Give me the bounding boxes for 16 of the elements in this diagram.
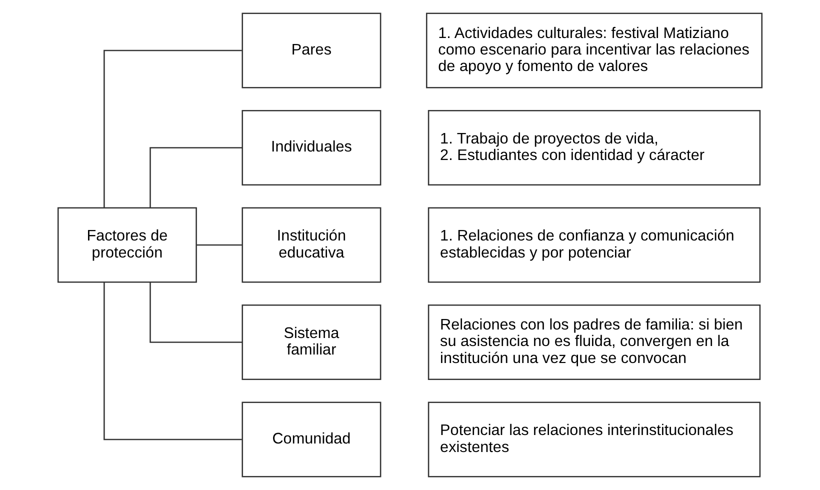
node-box: Potenciar las relaciones interinstitucionales existentes [428,402,761,478]
node-box: 1. Relaciones de confianza y comunicación establecidas y por potenciar [428,207,761,283]
node-box: Pares [242,12,382,88]
node-box: Institución educativa [242,207,382,283]
connector [104,50,242,208]
node-box: Comunidad [242,402,382,478]
node-box: Individuales [242,110,382,186]
connector [150,147,242,208]
node-box: Relaciones con los padres de familia: si bien su asistencia no es fluida, convergen en la institución una vez que se convocan [428,304,761,380]
node-box: 1. Actividades culturales: festival Matiziano como escenario para incentivar las relaciones de apoyo y fomento de valores [426,12,763,88]
connector [104,282,242,440]
connector [150,282,242,343]
node-box: 1. Trabajo de proyectos de vida, 2. Estudiantes con identidad y cáracter [428,110,761,186]
connector [196,244,242,246]
node-box: Sistema familiar [242,304,382,380]
node-box: Factores de protección [57,207,197,283]
